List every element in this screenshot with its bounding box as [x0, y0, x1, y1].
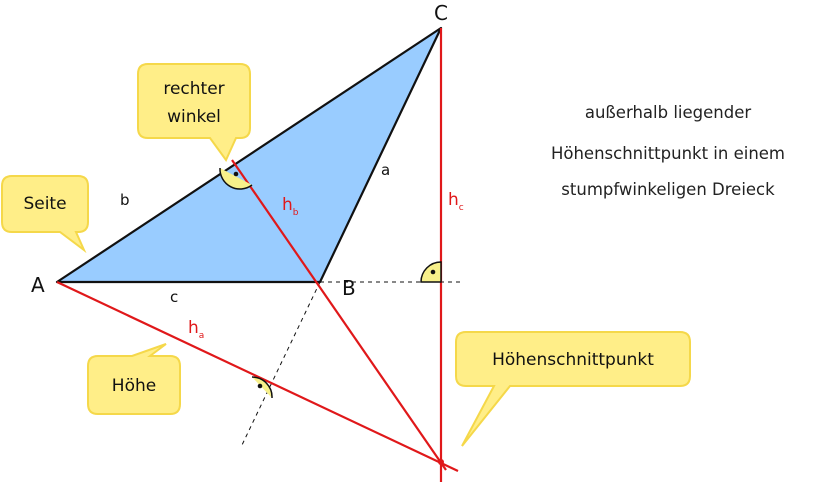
callout-rechter-winkel: rechter winkel: [137, 63, 251, 162]
extension-line-ca: [241, 281, 321, 446]
height-hc-label: hc: [448, 190, 464, 213]
height-ha-label: ha: [188, 318, 204, 341]
right-angle-marker-c: [420, 261, 442, 283]
side-a-label: a: [381, 161, 390, 179]
callout-hoehe-text: Höhe: [112, 376, 156, 396]
vertex-b-label: B: [342, 276, 356, 300]
callout-hoehenschnittpunkt: Höhenschnittpunkt: [455, 331, 691, 447]
callout-hoehe: Höhe: [87, 343, 181, 415]
callout-seite-text: Seite: [23, 194, 66, 214]
side-c-label: c: [170, 288, 178, 306]
height-ha-line: [56, 281, 459, 472]
vertex-a-label: A: [31, 273, 45, 297]
description-line-2: Höhenschnittpunkt in einem: [551, 144, 785, 163]
orthocenter-point: [438, 459, 444, 465]
height-hb-line: [231, 159, 447, 471]
description-line-3: stumpfwinkeligen Dreieck: [561, 180, 775, 199]
vertex-c-label: C: [434, 1, 448, 25]
side-b-label: b: [120, 191, 130, 209]
triangle-abc: [55, 26, 443, 284]
callout-hoehenschnittpunkt-text: Höhenschnittpunkt: [492, 350, 654, 370]
right-angle-marker-a: [251, 376, 273, 399]
height-hb-label: hb: [282, 195, 299, 218]
callout-seite: Seite: [1, 175, 89, 254]
right-angle-marker-b: [219, 167, 253, 190]
callout-rechter-winkel-line2: winkel: [167, 107, 221, 127]
description-line-1: außerhalb liegender: [585, 103, 752, 122]
callout-rechter-winkel-line1: rechter: [163, 79, 224, 99]
